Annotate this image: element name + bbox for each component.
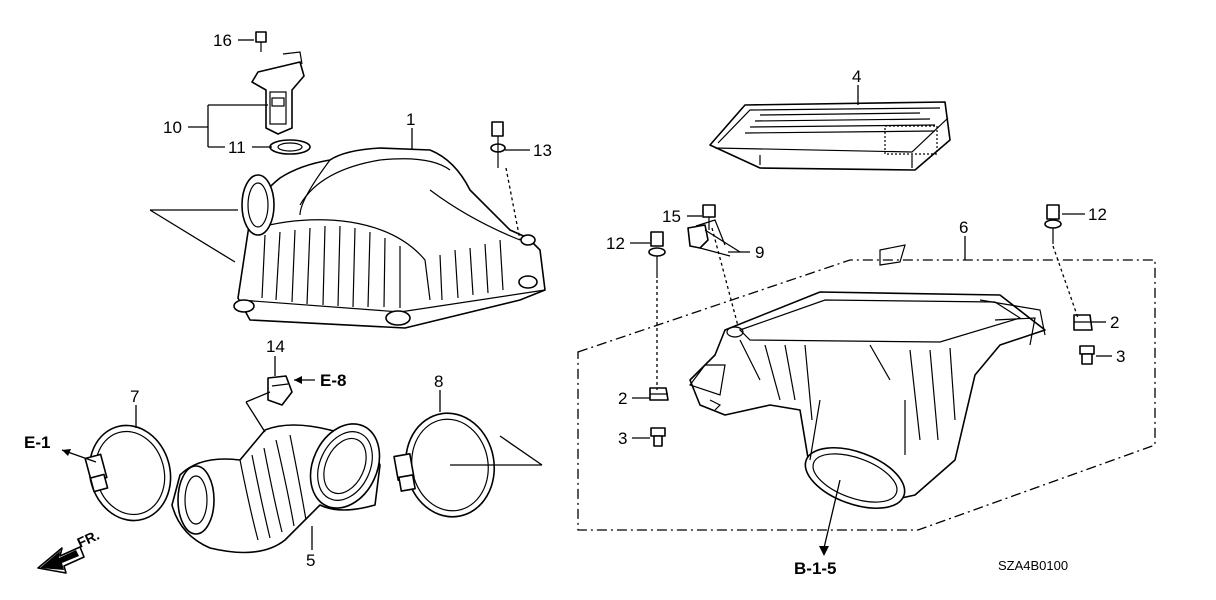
callout-11: 11 [228, 138, 246, 157]
callout-3-right: 3 [1116, 347, 1125, 366]
bolt-15 [702, 204, 716, 230]
grommet-2-left [649, 387, 669, 401]
collar-3-left [650, 427, 666, 447]
bolt-13 [490, 121, 506, 168]
air-filter-element [709, 101, 951, 171]
ref-e1: E-1 [24, 433, 50, 452]
air-cleaner-cover [233, 147, 546, 329]
ref-fr: FR. [75, 527, 102, 551]
intake-duct [171, 423, 381, 554]
callout-4: 4 [852, 67, 861, 86]
callout-10: 10 [163, 118, 182, 137]
grommet-2-right [1073, 314, 1093, 331]
callout-16: 16 [213, 31, 232, 50]
bolt-12-left [648, 231, 666, 278]
hose-clamp-7 [84, 424, 172, 522]
callout-2-left: 2 [618, 389, 627, 408]
diagram-code: SZA4B0100 [998, 558, 1068, 573]
maf-screw [255, 31, 267, 52]
callout-12-right: 12 [1088, 205, 1107, 224]
callout-8: 8 [434, 372, 443, 391]
callout-6: 6 [959, 218, 968, 237]
callout-7: 7 [130, 387, 139, 406]
callout-1: 1 [406, 110, 415, 129]
callout-5: 5 [306, 551, 315, 570]
hose-clamp-8 [393, 412, 496, 518]
callout-13: 13 [533, 141, 552, 160]
maf-sensor [251, 51, 305, 135]
callout-12-left: 12 [606, 234, 625, 253]
clip-14 [267, 375, 293, 406]
ref-b15: B-1-5 [794, 559, 837, 578]
callout-2-right: 2 [1110, 313, 1119, 332]
callout-labels: 1 16 10 11 13 4 6 15 9 12 12 2 2 3 3 14 … [130, 31, 1125, 570]
air-cleaner-case [689, 244, 1046, 510]
collar-3-right [1079, 345, 1095, 365]
clip-9 [687, 219, 741, 257]
callout-9: 9 [755, 243, 764, 262]
front-direction-arrow [37, 546, 85, 574]
callout-3-left: 3 [618, 429, 627, 448]
callout-15: 15 [662, 207, 681, 226]
bolt-12-right [1044, 204, 1062, 244]
callout-14: 14 [266, 337, 285, 356]
maf-gasket [269, 139, 311, 155]
ref-e8: E-8 [320, 371, 346, 390]
leader-lines [61, 39, 1156, 556]
